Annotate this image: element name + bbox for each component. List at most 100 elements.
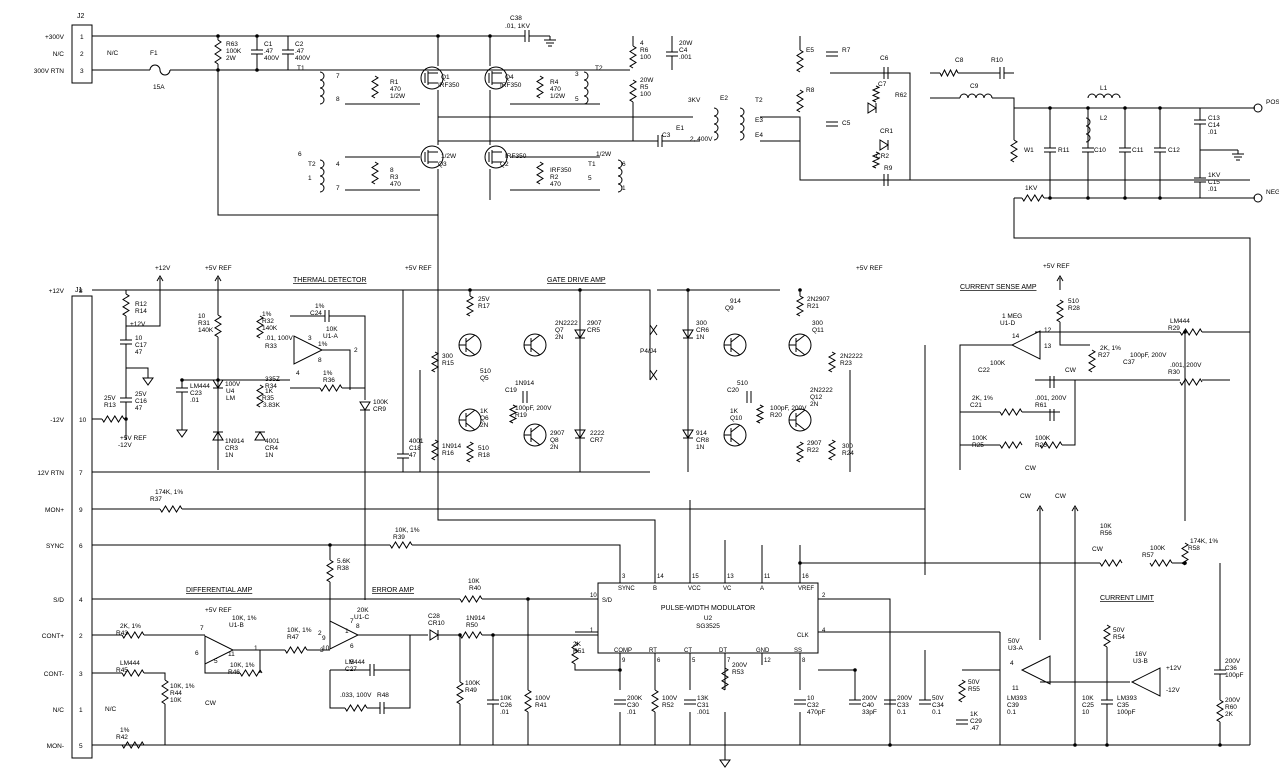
component-label: CW: [1020, 493, 1032, 500]
component-label: R45: [116, 667, 128, 674]
component-label: R49: [465, 687, 477, 694]
component-label: 510: [478, 445, 489, 452]
component-label: 10: [135, 335, 143, 342]
resistor-symbol: [999, 441, 1023, 449]
component-label: F1: [150, 50, 158, 57]
wire: [465, 422, 476, 431]
component-label: 50V: [1008, 638, 1020, 645]
output-terminal-pos: [1253, 103, 1263, 113]
component-label: 200V: [1225, 697, 1241, 704]
component-label: C2: [295, 41, 304, 48]
component-label: 3KV: [688, 97, 701, 104]
component-label: 11: [764, 574, 771, 580]
resistor-symbol: [344, 704, 368, 712]
component-label: R61: [1035, 402, 1047, 409]
resistor-symbol: [319, 384, 343, 392]
component-label: R10: [991, 57, 1003, 64]
component-label: R12: [135, 301, 147, 308]
component-label: IRF350: [550, 167, 572, 174]
component-label: R41: [535, 702, 547, 709]
component-label: .01: [1208, 129, 1217, 136]
junction-dot: [1048, 196, 1052, 200]
component-label: 470: [550, 86, 561, 93]
resistor-symbol: [871, 85, 881, 103]
resistor-symbol: [1056, 299, 1064, 323]
component-label: 300: [842, 443, 853, 450]
component-label: 2K: [573, 641, 582, 648]
component-label: R13: [104, 402, 116, 409]
component-label: 16V: [1135, 651, 1147, 658]
wire: [760, 116, 1250, 181]
component-label: 470: [390, 86, 401, 93]
component-label: U1-B: [229, 622, 244, 629]
wire: [730, 424, 741, 433]
junction-dot: [1123, 196, 1127, 200]
component-label: U1-D: [1000, 320, 1015, 327]
component-label: +300V: [45, 34, 65, 41]
component-label: 15: [692, 574, 699, 580]
component-label: LM444: [1170, 318, 1190, 325]
component-label: 4: [1010, 660, 1014, 667]
component-label: C4: [679, 47, 688, 54]
junction-dot: [491, 633, 495, 637]
resistor-symbol: [536, 161, 544, 185]
component-label: J2: [77, 13, 85, 20]
component-label: 8: [79, 288, 83, 295]
diode-symbol: [212, 379, 224, 389]
component-label: 2N2222: [840, 353, 863, 360]
component-label: 4: [822, 628, 826, 634]
component-label: +12V: [1166, 665, 1182, 672]
component-label: VC: [723, 586, 732, 592]
component-label: R2: [550, 174, 559, 181]
component-label: 47: [135, 405, 143, 412]
component-label: C34: [932, 702, 944, 709]
component-label: 3: [575, 71, 579, 78]
component-label: 7: [79, 470, 83, 477]
resistor-symbol: [1181, 542, 1189, 566]
resistor-symbol: [827, 351, 837, 373]
supply-arrow: [1036, 505, 1044, 512]
component-label: C3: [662, 132, 671, 139]
component-label: 1: [590, 628, 594, 634]
component-label: CR4: [265, 445, 278, 452]
junction-dot: [578, 288, 582, 292]
component-label: 100pF, 200V: [770, 405, 807, 412]
component-label: R54: [1113, 634, 1125, 641]
component-label: IRF350: [500, 82, 522, 89]
component-label: 20W: [679, 40, 693, 47]
wire: [730, 347, 741, 356]
component-label: 1KV: [1208, 172, 1221, 179]
component-label: 20W: [640, 77, 654, 84]
component-label: .47: [970, 725, 979, 732]
component-label: E4: [755, 132, 763, 139]
transistor-symbol: [788, 333, 812, 357]
coil-symbol: [1087, 93, 1121, 99]
component-label: C5: [842, 120, 851, 127]
component-label: .001, 200V: [1035, 395, 1067, 402]
component-label: 100pF, 200V: [515, 405, 552, 412]
wire: [1013, 198, 1251, 745]
component-label: 100K: [226, 48, 242, 55]
component-label: CW: [205, 700, 217, 707]
component-label: U1-A: [323, 333, 338, 340]
resistor-symbol: [256, 315, 264, 339]
component-label: 9: [79, 507, 83, 514]
component-label: C31: [697, 702, 709, 709]
component-layer: [71, 24, 1263, 768]
component-label: C35: [1117, 702, 1129, 709]
component-label: 1N: [696, 444, 705, 451]
component-label: R40: [469, 585, 481, 592]
coil-symbol: [583, 71, 589, 105]
component-label: C10: [1094, 147, 1106, 154]
resistor-symbol: [326, 559, 334, 583]
component-label: 3: [79, 671, 83, 678]
component-label: CR9: [373, 406, 386, 413]
component-label: 174K, 1%: [1190, 538, 1218, 545]
component-label: 1K: [480, 408, 489, 415]
component-label: C36: [1225, 665, 1237, 672]
component-label: R19: [515, 412, 527, 419]
component-label: 11: [228, 651, 235, 658]
coil-symbol: [319, 71, 325, 105]
component-label: 25V: [478, 296, 490, 303]
component-label: +12V: [155, 265, 171, 272]
